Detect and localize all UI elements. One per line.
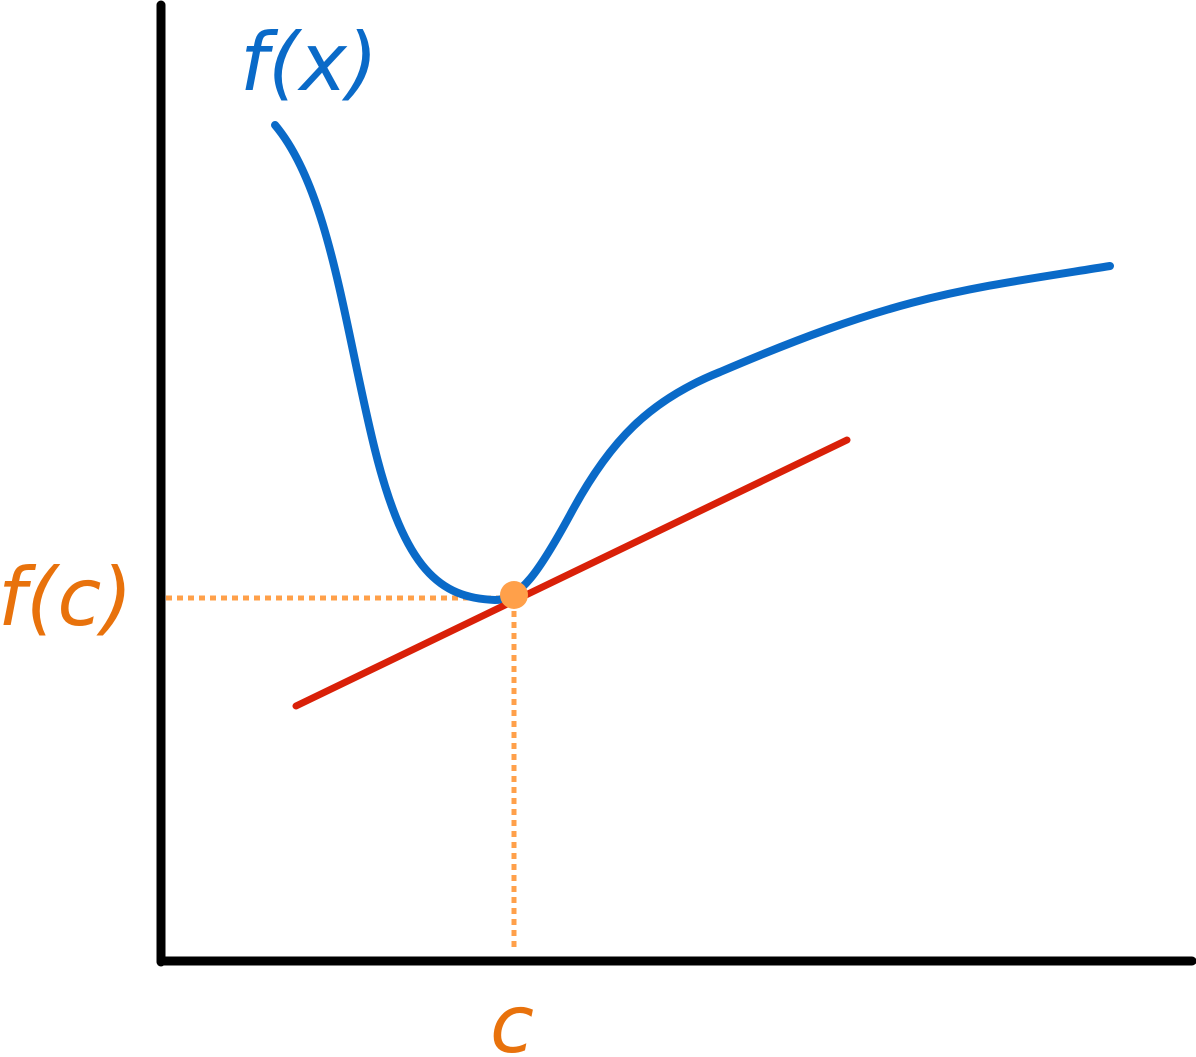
function-curve xyxy=(271,121,1114,605)
function-label: f(x) xyxy=(240,16,378,109)
point-value-label: f(c) xyxy=(0,551,133,644)
point-x-label: c xyxy=(490,978,534,1057)
tangent-point xyxy=(500,581,528,609)
tangent-line xyxy=(292,436,851,710)
